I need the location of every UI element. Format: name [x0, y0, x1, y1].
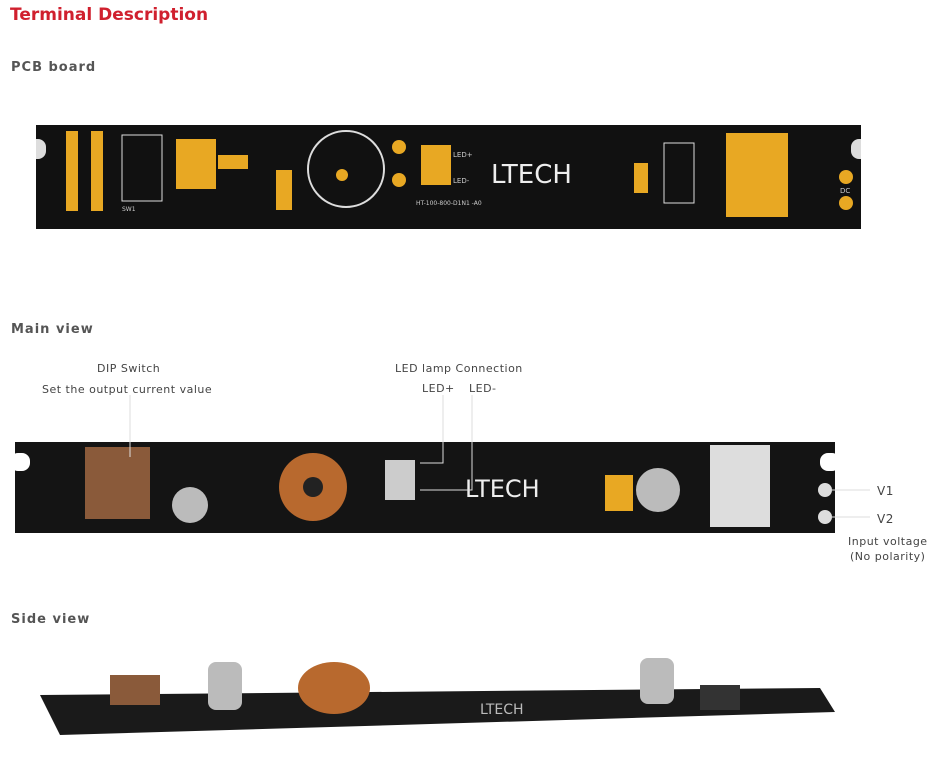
v2-label: V2 [877, 512, 894, 526]
v1-label: V1 [877, 484, 894, 498]
main-brand-logo: LTECH [465, 475, 540, 503]
led-plus-label: LED+ [422, 382, 455, 395]
dip-switch-desc: Set the output current value [42, 383, 213, 396]
pcb-model-label: HT-100-800-D1N1 -A0 [416, 200, 482, 207]
led-minus-label: LED- [469, 382, 497, 395]
pcb-label-led-plus: LED+ [453, 151, 473, 159]
pcb-label-sw1: SW1 [122, 206, 136, 213]
section-pcb-board: PCB board [11, 60, 97, 75]
input-voltage-label: Input voltage [848, 535, 928, 548]
main-view-image: LTECH [10, 395, 870, 533]
side-view-image: LTECH [40, 658, 835, 735]
pcb-label-led-minus: LED- [453, 177, 470, 185]
pcb-board-image: LTECH LED+ LED- HT-100-800-D1N1 -A0 SW1 … [36, 125, 861, 229]
section-side-view: Side view [11, 612, 91, 627]
side-brand-logo: LTECH [480, 702, 524, 718]
page-title: Terminal Description [10, 5, 209, 25]
section-main-view: Main view [11, 322, 94, 337]
pcb-brand-logo: LTECH [491, 160, 572, 190]
led-connection-label: LED lamp Connection [395, 362, 523, 375]
no-polarity-label: (No polarity) [850, 550, 926, 563]
dip-switch-label: DIP Switch [97, 362, 161, 375]
pcb-label-dc: DC [840, 187, 850, 195]
